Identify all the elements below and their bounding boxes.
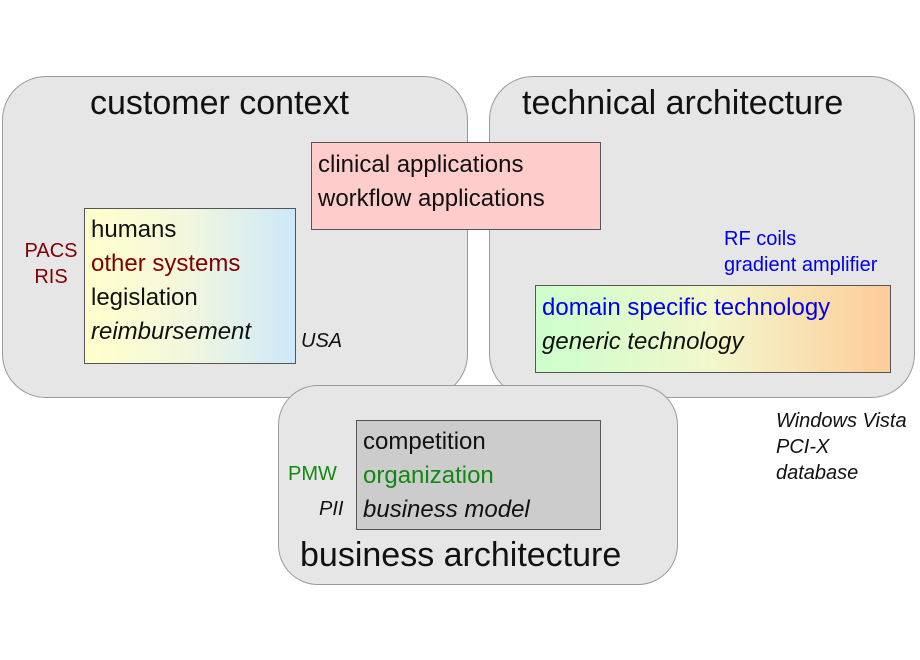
customer-factor: other systems — [91, 250, 241, 277]
business-factor: organization — [363, 462, 494, 489]
customer-factor: legislation — [91, 284, 198, 311]
technology-line: domain specific technology — [542, 294, 831, 321]
applications-box: clinical applications workflow applicati… — [311, 142, 601, 230]
customer-factor: reimbursement — [91, 318, 252, 345]
business-factor: business model — [363, 496, 530, 523]
business-factor: competition — [363, 428, 486, 455]
hardware-components-label: RF coils gradient amplifier — [724, 228, 878, 276]
business-factors-box: competition organization business model — [356, 420, 601, 530]
technology-box: domain specific technology generic techn… — [535, 285, 891, 373]
applications-line: clinical applications — [318, 151, 524, 178]
customer-factor: humans — [91, 216, 177, 243]
applications-line: workflow applications — [318, 185, 545, 212]
pmw-label: PMW — [288, 463, 337, 485]
usa-label: USA — [301, 330, 343, 352]
pacs-ris-label: PACS RIS — [24, 240, 78, 288]
customer-factors-box: humans other systems legislation reimbur… — [84, 208, 296, 364]
business-architecture-title: business architecture — [300, 536, 622, 574]
customer-context-title: customer context — [90, 84, 349, 122]
pii-label: PII — [319, 498, 344, 520]
technology-line: generic technology — [542, 328, 744, 355]
platform-components-label: Windows Vista PCI-X database — [776, 410, 907, 484]
technical-architecture-title: technical architecture — [522, 84, 844, 122]
